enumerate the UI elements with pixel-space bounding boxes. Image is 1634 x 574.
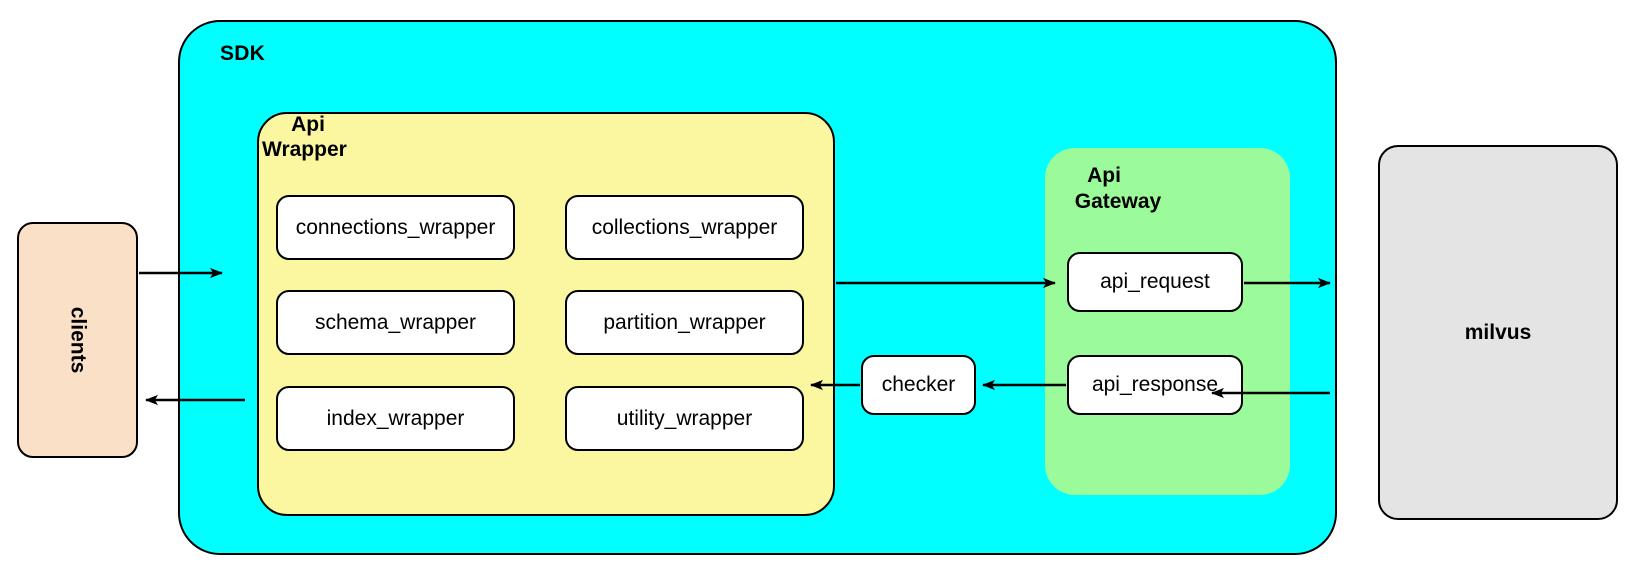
clients-label: clients [66,306,90,374]
node-schema-wrapper[interactable]: schema_wrapper [276,290,515,355]
node-checker[interactable]: checker [861,355,976,415]
node-partition-wrapper[interactable]: partition_wrapper [565,290,804,355]
api-wrapper-title: Api Wrapper [262,112,412,162]
milvus-node[interactable] [1378,145,1618,520]
sdk-title: SDK [220,42,265,65]
api-wrapper-title-line2: Wrapper [262,138,347,161]
api-gateway-title-line1: Api [1087,164,1121,187]
node-collections-wrapper[interactable]: collections_wrapper [565,195,804,260]
api-gateway-container [1045,148,1290,495]
milvus-label: milvus [1464,320,1532,344]
clients-node[interactable] [17,222,138,458]
node-api-response[interactable]: api_response [1067,355,1243,415]
node-api-request[interactable]: api_request [1067,252,1243,312]
api-gateway-title: Api Gateway [1048,163,1208,215]
api-gateway-title-line2: Gateway [1074,190,1162,213]
api-wrapper-title-line1: Api [291,113,325,136]
node-connections-wrapper[interactable]: connections_wrapper [276,195,515,260]
node-utility-wrapper[interactable]: utility_wrapper [565,386,804,451]
node-index-wrapper[interactable]: index_wrapper [276,386,515,451]
clients-label-wrap: clients [17,222,138,458]
